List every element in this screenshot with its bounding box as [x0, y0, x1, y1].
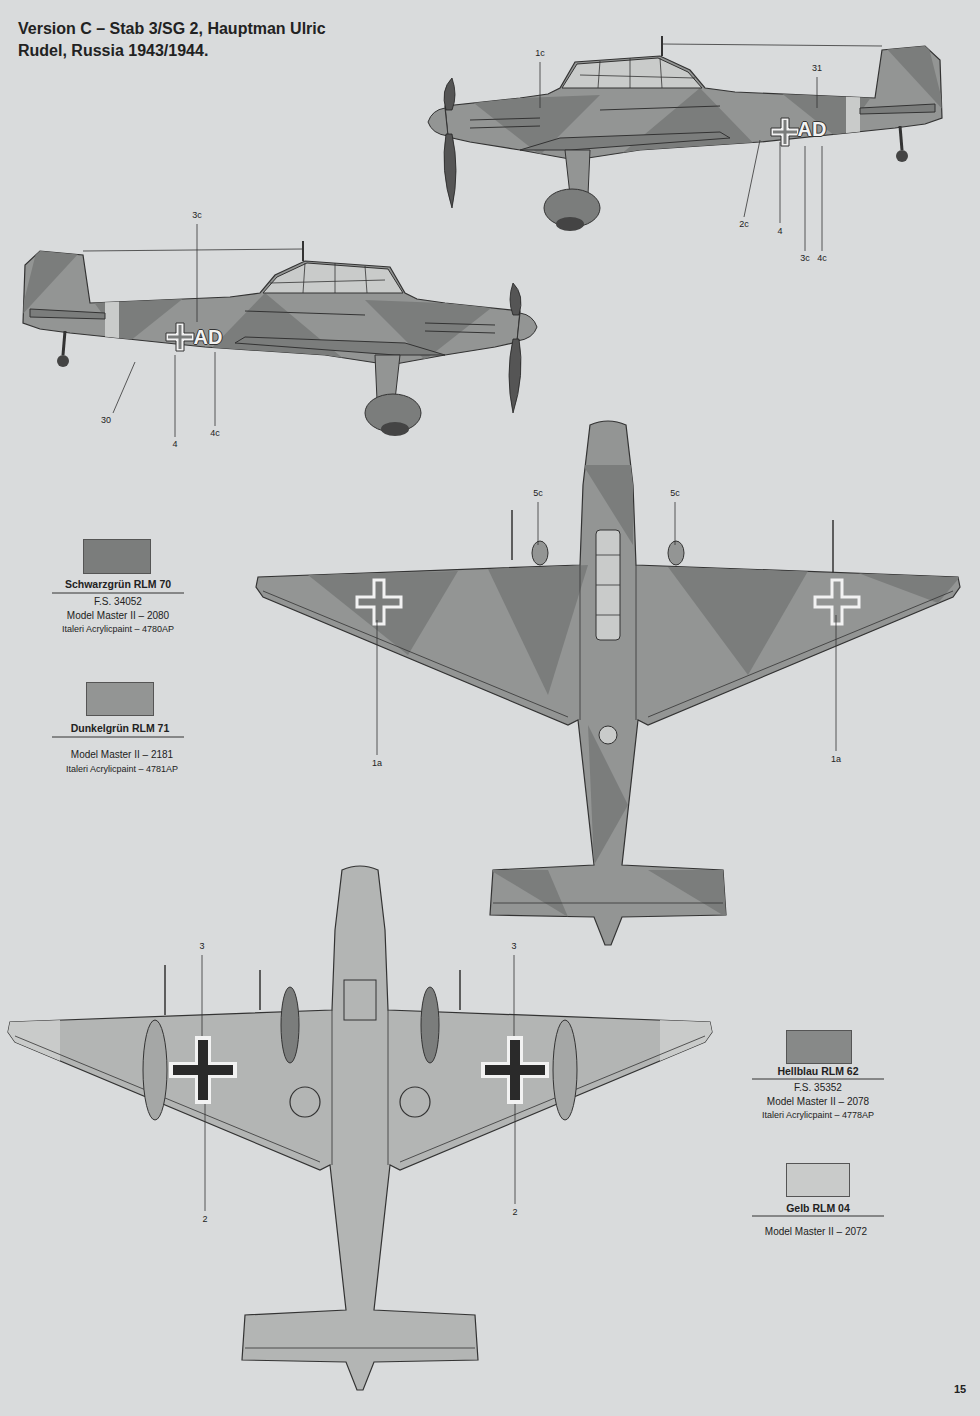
color-swatch — [786, 1030, 852, 1064]
callout-number: 4 — [777, 226, 782, 236]
callout-number: 4c — [210, 428, 220, 438]
paint-reference: Italeri Acrylicpaint – 4781AP — [66, 764, 178, 774]
callout-number: 4c — [817, 253, 827, 263]
paint-reference: F.S. 34052 — [94, 596, 142, 608]
paint-reference: Model Master II – 2078 — [767, 1096, 869, 1108]
color-name: Hellblau RLM 62 — [777, 1065, 858, 1077]
callout-number: 30 — [101, 415, 111, 425]
callout-number: 3c — [192, 210, 202, 220]
callout-number: 2 — [512, 1207, 517, 1217]
paint-reference: Model Master II – 2181 — [71, 749, 173, 761]
paint-reference: Italeri Acrylicpaint – 4780AP — [62, 624, 174, 634]
callout-number: 4 — [172, 439, 177, 449]
fuselage-code: AD — [798, 118, 827, 141]
callout-number: 1a — [831, 754, 841, 764]
callout-number: 2c — [739, 219, 749, 229]
callout-number: 3 — [511, 941, 516, 951]
callout-number: 31 — [812, 63, 822, 73]
paint-reference: Model Master II – 2072 — [765, 1226, 867, 1238]
page-title: Version C – Stab 3/SG 2, Hauptman Ulric … — [18, 18, 368, 61]
color-name: Gelb RLM 04 — [786, 1202, 850, 1214]
callout-number: 3 — [199, 941, 204, 951]
callout-number: 1a — [372, 758, 382, 768]
callout-number: 5c — [533, 488, 543, 498]
paint-reference: Italeri Acrylicpaint – 4778AP — [762, 1110, 874, 1120]
callout-number: 2 — [202, 1214, 207, 1224]
page-number: 15 — [954, 1383, 966, 1396]
color-name: Dunkelgrün RLM 71 — [71, 722, 170, 734]
paint-reference: F.S. 35352 — [794, 1082, 842, 1094]
color-name: Schwarzgrün RLM 70 — [65, 578, 171, 590]
callout-number: 1c — [535, 48, 545, 58]
color-swatch — [83, 539, 151, 574]
paint-reference: Model Master II – 2080 — [67, 610, 169, 622]
callout-number: 3c — [800, 253, 810, 263]
color-swatch — [786, 1163, 850, 1197]
callout-number: 5c — [670, 488, 680, 498]
color-swatch — [86, 682, 154, 716]
fuselage-code: AD — [194, 326, 223, 349]
leader-lines — [113, 62, 836, 1211]
